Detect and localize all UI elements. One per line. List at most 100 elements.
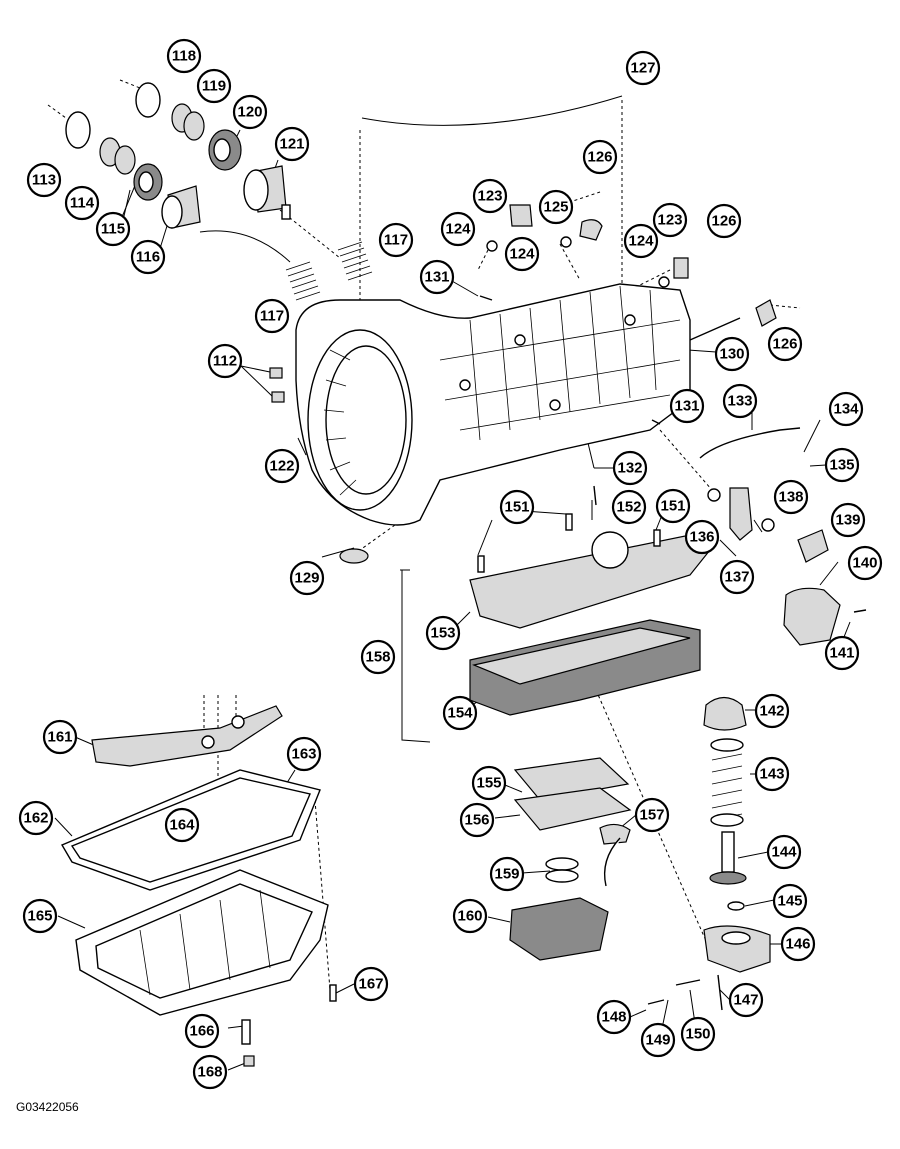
- callout-154: 154: [442, 695, 478, 731]
- callout-labels: 118 119 120 121 113 114 115 116 117 117 …: [18, 38, 883, 1090]
- svg-text:123: 123: [477, 188, 502, 205]
- callout-150: 150: [680, 1016, 716, 1052]
- svg-text:137: 137: [724, 569, 749, 586]
- callout-121: 121: [274, 126, 310, 162]
- svg-text:117: 117: [260, 308, 284, 325]
- callout-138: 138: [773, 479, 809, 515]
- callout-136: 136: [684, 519, 720, 555]
- svg-text:155: 155: [476, 775, 501, 792]
- transmission-case: [295, 283, 691, 526]
- svg-text:126: 126: [772, 336, 797, 353]
- callout-142: 142: [754, 693, 790, 729]
- springs-117: [285, 241, 373, 301]
- svg-text:168: 168: [197, 1064, 222, 1081]
- svg-text:117: 117: [384, 232, 408, 249]
- callout-166: 166: [184, 1013, 220, 1049]
- callout-163: 163: [286, 736, 322, 772]
- accumulator-parts: [647, 696, 771, 1011]
- svg-text:124: 124: [445, 221, 471, 238]
- callout-118: 118: [166, 38, 202, 74]
- callout-159: 159: [489, 856, 525, 892]
- callout-134: 134: [828, 391, 864, 427]
- svg-text:146: 146: [785, 936, 810, 953]
- callout-122: 122: [264, 448, 300, 484]
- svg-text:140: 140: [852, 555, 877, 572]
- svg-text:134: 134: [833, 401, 859, 418]
- callout-164: 164: [164, 807, 200, 843]
- svg-text:151: 151: [504, 499, 529, 516]
- callout-151-right: 151: [655, 488, 691, 524]
- svg-text:150: 150: [685, 1026, 710, 1043]
- callout-127: 127: [625, 50, 661, 86]
- callout-131-lower: 131: [669, 388, 705, 424]
- callout-125: 125: [538, 189, 574, 225]
- svg-text:154: 154: [447, 705, 473, 722]
- svg-text:136: 136: [689, 529, 714, 546]
- figure-code: G03422056: [16, 1100, 79, 1114]
- svg-text:129: 129: [294, 570, 319, 587]
- callout-144: 144: [766, 834, 802, 870]
- svg-text:147: 147: [733, 992, 758, 1009]
- callout-147: 147: [728, 982, 764, 1018]
- callout-133: 133: [722, 383, 758, 419]
- callout-152: 152: [611, 489, 647, 525]
- svg-text:157: 157: [639, 807, 664, 824]
- callout-160: 160: [452, 898, 488, 934]
- svg-text:125: 125: [543, 199, 568, 216]
- callout-126-right: 126: [706, 203, 742, 239]
- svg-text:135: 135: [829, 457, 854, 474]
- svg-text:145: 145: [777, 893, 802, 910]
- valve-body: [469, 513, 711, 716]
- svg-text:142: 142: [759, 703, 784, 720]
- svg-text:166: 166: [189, 1023, 214, 1040]
- svg-text:163: 163: [291, 746, 316, 763]
- svg-text:148: 148: [601, 1009, 626, 1026]
- svg-text:131: 131: [674, 398, 699, 415]
- svg-text:141: 141: [829, 645, 854, 662]
- callout-167: 167: [353, 966, 389, 1002]
- callout-115: 115: [95, 211, 131, 247]
- svg-text:158: 158: [365, 649, 390, 666]
- callout-117-upper: 117: [378, 222, 414, 258]
- callout-112: 112: [207, 343, 243, 379]
- svg-text:138: 138: [778, 489, 803, 506]
- svg-text:126: 126: [711, 213, 736, 230]
- svg-text:152: 152: [616, 499, 641, 516]
- callout-151-left: 151: [499, 489, 535, 525]
- svg-text:143: 143: [759, 766, 784, 783]
- callout-113: 113: [26, 162, 62, 198]
- svg-text:131: 131: [424, 269, 449, 286]
- svg-text:123: 123: [657, 212, 682, 229]
- callout-130: 130: [714, 336, 750, 372]
- callout-146: 146: [780, 926, 816, 962]
- svg-text:114: 114: [70, 195, 95, 212]
- svg-text:149: 149: [645, 1032, 670, 1049]
- callout-119: 119: [196, 68, 232, 104]
- svg-text:124: 124: [628, 233, 654, 250]
- callout-120: 120: [232, 94, 268, 130]
- callout-117-lower: 117: [254, 298, 290, 334]
- svg-text:115: 115: [101, 221, 125, 238]
- callout-149: 149: [640, 1022, 676, 1058]
- svg-text:124: 124: [509, 246, 535, 263]
- svg-text:133: 133: [727, 393, 752, 410]
- callout-155: 155: [471, 765, 507, 801]
- svg-text:118: 118: [172, 48, 196, 65]
- svg-text:151: 151: [660, 498, 685, 515]
- svg-text:161: 161: [47, 729, 72, 746]
- callout-153: 153: [425, 615, 461, 651]
- callout-131-upper: 131: [419, 259, 455, 295]
- svg-text:127: 127: [630, 60, 655, 77]
- callout-132: 132: [612, 450, 648, 486]
- svg-text:156: 156: [464, 812, 489, 829]
- callout-161: 161: [42, 719, 78, 755]
- svg-text:113: 113: [32, 172, 56, 189]
- svg-text:130: 130: [719, 346, 744, 363]
- callout-158: 158: [360, 639, 396, 675]
- callout-126-lower: 126: [767, 326, 803, 362]
- svg-text:160: 160: [457, 908, 482, 925]
- svg-text:119: 119: [202, 78, 226, 95]
- svg-text:121: 121: [279, 136, 304, 153]
- svg-text:159: 159: [494, 866, 519, 883]
- callout-124-right: 124: [623, 223, 659, 259]
